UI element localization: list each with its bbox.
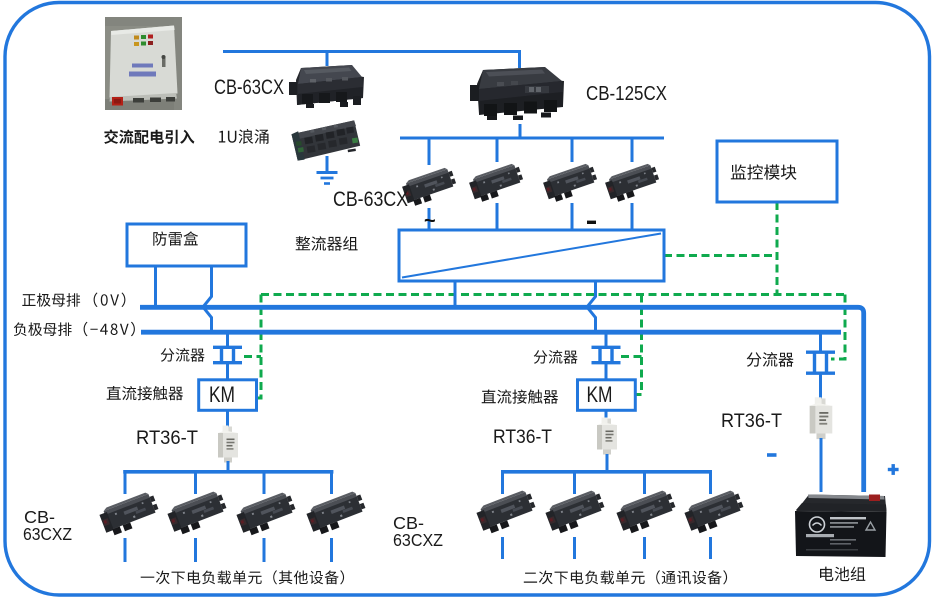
svg-text:CB-: CB-: [393, 513, 424, 533]
svg-text:CB-125CX: CB-125CX: [586, 82, 667, 105]
svg-text:RT36-T: RT36-T: [136, 428, 198, 449]
svg-text:RT36-T: RT36-T: [493, 427, 552, 448]
svg-text:~: ~: [424, 210, 436, 232]
svg-text:RT36-T: RT36-T: [721, 411, 782, 432]
svg-text:CB-63CX: CB-63CX: [333, 188, 408, 211]
svg-text:CB-63CX: CB-63CX: [214, 76, 284, 99]
svg-text:63CXZ: 63CXZ: [23, 524, 72, 544]
svg-text:KM: KM: [209, 382, 235, 407]
svg-text:63CXZ: 63CXZ: [393, 530, 443, 550]
svg-text:KM: KM: [587, 382, 613, 407]
svg-text:CB-: CB-: [24, 507, 55, 527]
